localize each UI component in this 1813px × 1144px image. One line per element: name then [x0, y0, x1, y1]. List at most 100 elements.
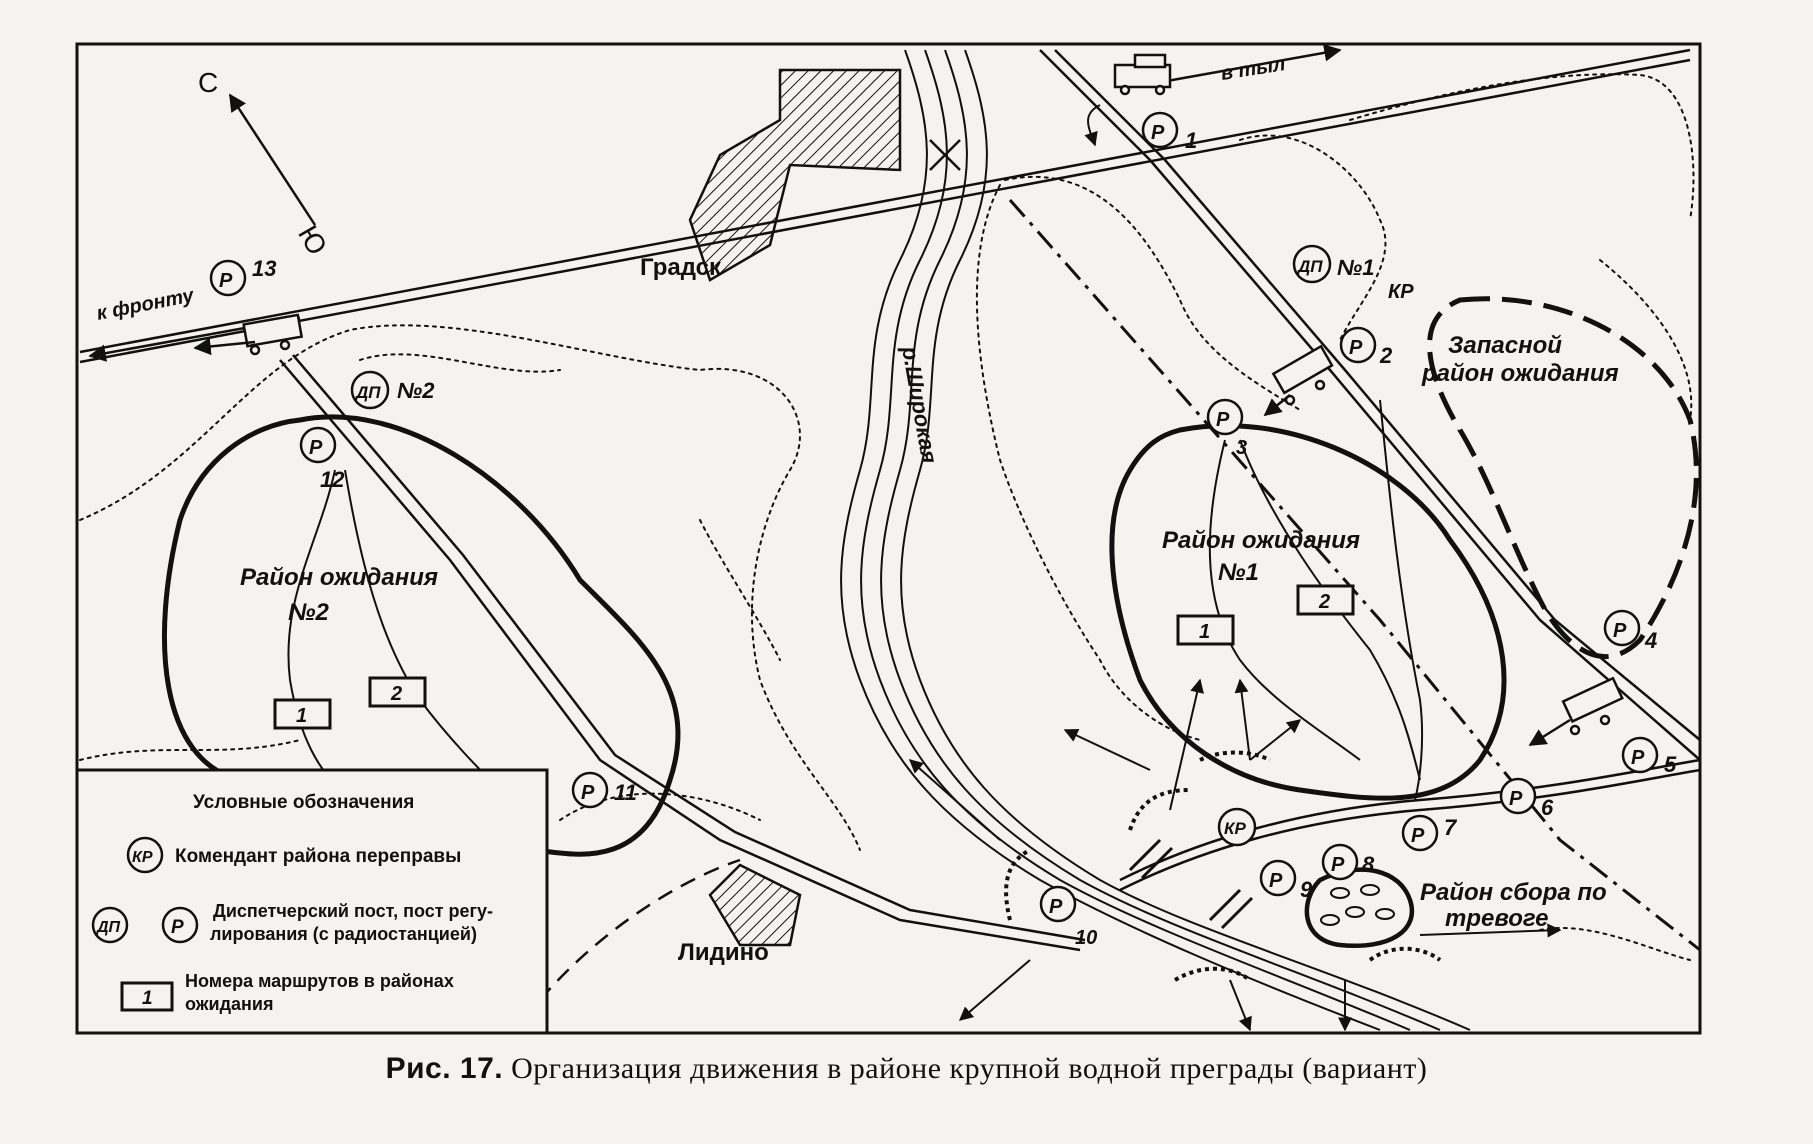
- gradsk-town: [688, 68, 902, 282]
- post-p-3: Р3: [1206, 398, 1247, 459]
- route-box-area2-2: 2: [368, 676, 427, 708]
- legend: Условные обозначения КР Комендант района…: [75, 768, 549, 1035]
- reserve-area-label-line1: Запасной: [1448, 332, 1562, 359]
- vehicle-left-arrow: [193, 337, 256, 356]
- town-lidino-label: Лидино: [678, 939, 769, 966]
- post-p-10: Р 10: [1039, 885, 1097, 949]
- vehicle-mid-icon: [1271, 344, 1334, 406]
- compass: С Ю: [198, 67, 333, 260]
- svg-text:Р: Р: [1216, 409, 1230, 431]
- to-rear-arrow: [1149, 44, 1342, 86]
- waiting-area-1-label-line1: Район ожидания: [1162, 527, 1360, 554]
- town-gradsk-label: Градск: [640, 254, 722, 281]
- legend-kr-icon: [126, 836, 164, 874]
- road-to-rear-label: в тыл: [1219, 53, 1287, 85]
- svg-text:Р: Р: [1509, 788, 1523, 810]
- svg-text:ДП: ДП: [354, 383, 381, 402]
- legend-dp-text-line1: Диспетчерский пост, пост регу-: [213, 901, 493, 921]
- reserve-area-label-line2: район ожидания: [1421, 360, 1619, 387]
- vehicle-icons: [242, 53, 1624, 736]
- svg-text:Р: Р: [581, 782, 595, 804]
- svg-text:8: 8: [1362, 852, 1375, 877]
- caption-text: Организация движения в районе крупной во…: [511, 1052, 1428, 1085]
- alarm-area-boundary: [1304, 867, 1415, 949]
- river: [840, 49, 1471, 1031]
- legend-route-text-line1: Номера маршрутов в районах: [185, 971, 454, 991]
- svg-text:КР: КР: [132, 849, 153, 866]
- vehicle-right-arrow: [1528, 718, 1571, 747]
- svg-text:№1: №1: [1337, 255, 1374, 280]
- svg-text:4: 4: [1644, 628, 1657, 653]
- svg-text:13: 13: [252, 256, 276, 281]
- bridges: [929, 139, 1254, 930]
- dispatch-post-1: ДП №1: [1292, 244, 1374, 284]
- svg-text:№2: №2: [397, 378, 435, 403]
- svg-text:Р: Р: [171, 917, 184, 938]
- vehicle-right-icon: [1561, 676, 1624, 736]
- svg-text:10: 10: [1075, 927, 1097, 949]
- road-to-front-label: к фронту: [95, 284, 197, 325]
- legend-route-icon: [120, 981, 174, 1012]
- route-box-label: 2: [1318, 591, 1330, 613]
- legend-title: Условные обозначения: [193, 792, 414, 813]
- svg-text:Р: Р: [1631, 747, 1645, 769]
- forest-edges: [79, 73, 1695, 961]
- compass-south-label: Ю: [292, 220, 333, 260]
- compass-north-label: С: [198, 67, 218, 98]
- svg-text:Р: Р: [1411, 825, 1425, 847]
- svg-text:Р: Р: [309, 437, 323, 459]
- commandant-post: КР: [1217, 807, 1257, 847]
- svg-text:Р: Р: [1269, 870, 1283, 892]
- waiting-area-2-routes: [287, 469, 501, 791]
- svg-text:Р: Р: [1349, 337, 1363, 359]
- legend-route-text-line2: ожидания: [185, 994, 273, 1014]
- legend-dp-text-line2: лирования (с радиостанцией): [210, 924, 477, 944]
- route-box-area1-1: 1: [1176, 614, 1235, 646]
- figure-caption: Рис. 17. Организация движения в районе к…: [0, 1052, 1813, 1086]
- waiting-area-1-boundary: [1109, 423, 1507, 801]
- svg-text:Р: Р: [1613, 620, 1627, 642]
- caption-number: Рис. 17.: [385, 1052, 504, 1085]
- cover-positions: [1004, 750, 1442, 982]
- route-box-label: 1: [1199, 621, 1210, 643]
- svg-text:2: 2: [1379, 343, 1393, 368]
- route-box-area1-2: 2: [1296, 584, 1355, 616]
- waiting-area-2-label-line2: №2: [288, 599, 330, 626]
- lidino-town: [708, 863, 802, 947]
- svg-text:Р: Р: [1049, 896, 1063, 918]
- svg-text:1: 1: [1185, 128, 1197, 153]
- movement-arrows: [908, 104, 1562, 1032]
- alarm-area-label-line2: тревоге: [1445, 905, 1548, 932]
- alarm-area-label-line1: Район сбора по: [1420, 879, 1607, 906]
- column-route: [1008, 199, 1701, 952]
- alarm-area-dots: [1320, 884, 1395, 926]
- legend-p-icon: [161, 906, 199, 944]
- svg-text:3: 3: [1236, 437, 1247, 459]
- route-box-label: 1: [296, 705, 307, 727]
- svg-text:ДП: ДП: [1296, 257, 1323, 276]
- kr-label-top: КР: [1388, 281, 1414, 303]
- river-label: р.Широкая: [897, 344, 942, 466]
- vehicle-mid-arrow: [1263, 394, 1291, 417]
- route-box-area2-1: 1: [273, 698, 332, 730]
- post-p-12: Р 12: [299, 426, 345, 492]
- waiting-area-1-routes: [1208, 399, 1424, 801]
- svg-text:7: 7: [1444, 815, 1458, 840]
- svg-text:12: 12: [320, 467, 345, 492]
- svg-text:6: 6: [1541, 795, 1554, 820]
- reserve-area-boundary: [1427, 296, 1699, 660]
- svg-text:1: 1: [142, 988, 153, 1009]
- svg-text:5: 5: [1664, 752, 1677, 777]
- legend-kr-text: Комендант района переправы: [175, 846, 461, 867]
